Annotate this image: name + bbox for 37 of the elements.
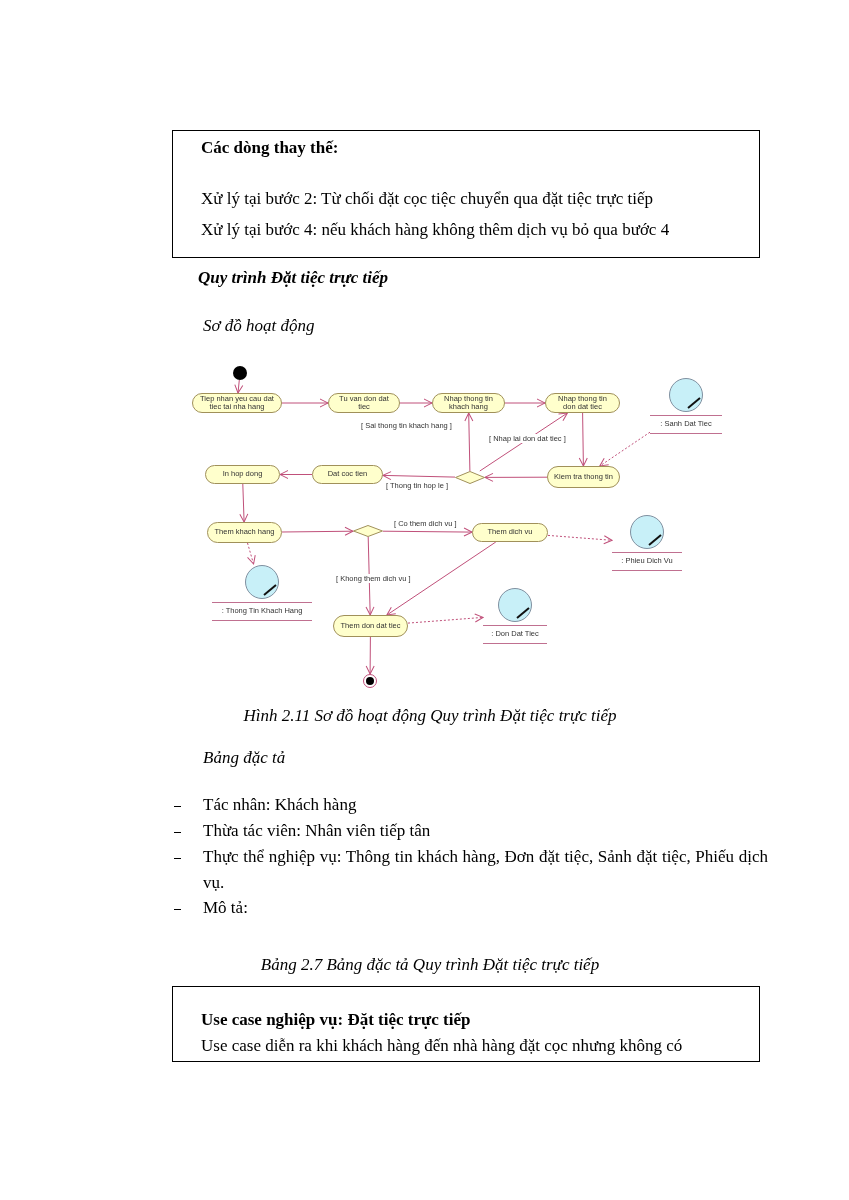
section-heading: Quy trình Đặt tiệc trực tiếp [198,267,390,289]
arrow [234,379,244,394]
subheading: Sơ đồ hoạt động [203,315,316,337]
list-item: Thừa tác viên: Nhân viên tiếp tân [203,820,432,842]
start-node [233,366,247,380]
box-text: Use case diễn ra khi khách hàng đến nhà hàng đặt cọc nhưng không có [201,1035,684,1057]
arrow [279,470,313,479]
list-item: Mô tả: [203,897,249,919]
box-text: Xử lý tại bước 2: Từ chối đặt cọc tiệc chuyển qua đặt tiệc trực tiếp [201,188,654,210]
arrow [464,412,474,472]
arrow [386,541,497,616]
dashed-arrow [247,542,256,565]
arrow [484,472,548,482]
arrow [365,536,375,616]
list-item: Tác nhân: Khách hàng [203,794,358,816]
dashed-arrow [599,431,651,467]
arrow [479,412,568,472]
list-item: Thực thể nghiệp vụ: Thông tin khách hàng, Đơn đặt tiệc, Sảnh đặt tiệc, Phiếu dịch vụ. [203,846,768,894]
arrow [239,483,249,523]
box-text: Xử lý tại bước 4: nếu khách hàng không thêm dịch vụ bỏ qua bước 4 [201,219,671,241]
subheading: Bảng đặc tả [203,747,287,769]
text-box [172,130,760,258]
dashed-arrow [407,613,484,624]
arrow [382,471,456,481]
arrow [504,398,546,408]
box-heading: Các dòng thay thế: [201,137,340,159]
text-box [172,986,760,1062]
box-heading: Use case nghiệp vụ: Đặt tiệc trực tiếp [201,1009,472,1031]
arrow [399,398,433,408]
figure-caption: Hình 2.11 Sơ đồ hoạt động Quy trình Đặt tiệc trực tiếp [242,705,618,727]
dashed-arrow [547,534,613,545]
arrow [578,412,588,467]
arrow [281,526,354,536]
table-caption: Bảng 2.7 Bảng đặc tả Quy trình Đặt tiệc trực tiếp [259,954,601,976]
arrow [382,527,473,537]
arrow [281,398,329,408]
arrow [365,636,375,675]
